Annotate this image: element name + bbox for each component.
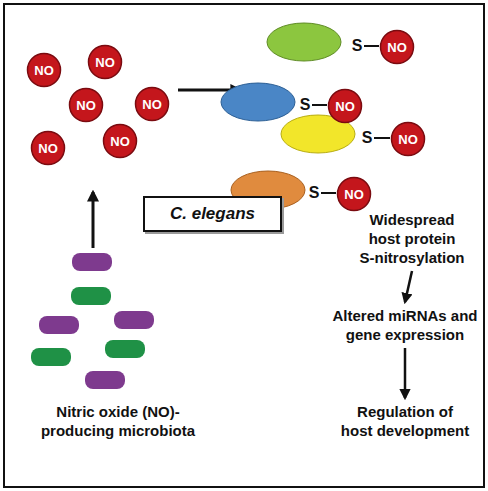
- node-text: NO: [26, 52, 62, 88]
- node-text: NO: [327, 88, 363, 124]
- no-molecule: NO: [68, 87, 104, 123]
- no-molecule: NO: [30, 130, 66, 166]
- organism-box: C. elegans: [143, 196, 282, 232]
- bond-line: [364, 45, 379, 47]
- bacterium: [71, 287, 111, 305]
- bacterium: [39, 316, 79, 334]
- node-text: NO: [102, 123, 138, 159]
- node-text: Altered miRNAs and gene expression: [322, 306, 488, 344]
- bacterium: [72, 253, 112, 271]
- caption-text: Nitric oxide (NO)-producing microbiota: [38, 402, 198, 440]
- bacterium: [105, 340, 145, 358]
- atom-symbol: S: [352, 38, 363, 54]
- no-molecule: NO: [26, 52, 62, 88]
- no-molecule: NO: [134, 86, 170, 122]
- atom-symbol: S: [309, 185, 320, 201]
- node-text: NO: [30, 130, 66, 166]
- no-group: NO: [379, 29, 415, 65]
- node-text: NO: [336, 176, 372, 212]
- node-text: NO: [134, 86, 170, 122]
- atom-symbol: S: [362, 130, 373, 146]
- bond-line: [374, 137, 390, 139]
- protein-shape: [221, 83, 295, 121]
- no-molecule: NO: [102, 123, 138, 159]
- frame-border: [4, 4, 484, 487]
- bond-line: [312, 104, 327, 106]
- flow-arrow: [404, 348, 407, 398]
- no-group: NO: [390, 121, 426, 157]
- no-molecule: NO: [87, 44, 123, 80]
- atom-symbol: S: [300, 97, 311, 113]
- node-text: C. elegans: [170, 204, 255, 224]
- node-text: NO: [390, 121, 426, 157]
- bacterium: [31, 348, 71, 366]
- flow-arrow: [92, 192, 95, 248]
- node-text: Widespread host protein S-nitrosylation: [342, 210, 482, 267]
- bacterium: [85, 371, 125, 389]
- node-text: NO: [379, 29, 415, 65]
- process-text: Altered miRNAs and gene expression: [322, 306, 488, 344]
- protein-shape: [267, 23, 341, 61]
- outcome-text: Regulation of host development: [325, 402, 485, 440]
- node-text: NO: [87, 44, 123, 80]
- flow-arrow: [405, 271, 412, 302]
- bacterium: [114, 311, 154, 329]
- node-text: Regulation of host development: [325, 402, 485, 440]
- process-text: Widespread host protein S-nitrosylation: [342, 210, 482, 267]
- no-group: NO: [327, 88, 363, 124]
- no-group: NO: [336, 176, 372, 212]
- node-text: NO: [68, 87, 104, 123]
- bond-line: [321, 192, 336, 194]
